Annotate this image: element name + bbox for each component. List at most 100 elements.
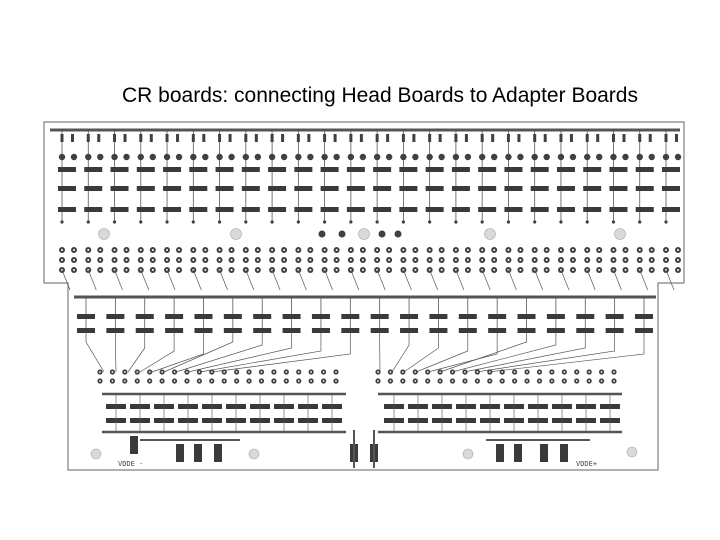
capacitor: [400, 314, 419, 319]
capacitor: [504, 167, 523, 172]
connector-hole: [260, 371, 263, 373]
via-pad: [321, 153, 328, 161]
capacitor: [215, 207, 234, 212]
connector-hole: [230, 259, 233, 261]
mount-hole: [98, 228, 110, 240]
routing-trace: [534, 269, 544, 291]
via-pad: [165, 220, 169, 224]
capacitor: [58, 207, 76, 212]
mount-hole: [248, 448, 260, 460]
via-pad: [163, 153, 171, 161]
connector-hole: [588, 371, 591, 373]
resistor-pad: [296, 134, 300, 142]
resistor-pad: [438, 134, 442, 142]
connector-hole: [310, 371, 313, 373]
connector-hole: [519, 249, 522, 251]
connector-hole: [73, 269, 75, 271]
via-pad: [454, 220, 458, 224]
connector-hole: [248, 371, 250, 373]
connector-hole: [285, 380, 288, 382]
connector-hole: [575, 380, 578, 382]
connector-hole: [481, 259, 484, 261]
routing-trace: [560, 269, 570, 291]
routing-trace: [127, 333, 146, 373]
connector-hole: [677, 269, 679, 271]
capacitor: [635, 167, 654, 172]
regulator-component: [214, 444, 222, 462]
connector-hole: [476, 380, 479, 382]
connector-hole: [272, 371, 275, 373]
capacitor: [546, 314, 565, 319]
capacitor: [268, 186, 287, 191]
resistor-pad: [464, 134, 468, 142]
via-pad: [338, 230, 346, 238]
connector-hole: [401, 380, 404, 382]
connector-hole: [451, 371, 454, 373]
connector-hole: [464, 371, 466, 373]
connector-hole: [665, 259, 667, 261]
capacitor: [110, 207, 129, 212]
capacitor: [662, 167, 680, 172]
connector-hole: [61, 249, 63, 251]
capacitor: [370, 328, 389, 333]
connector-hole: [272, 380, 275, 382]
connector-hole: [125, 269, 128, 271]
connector-hole: [451, 380, 454, 382]
connector-hole: [538, 371, 541, 373]
connector-hole: [538, 380, 541, 382]
via-pad: [438, 153, 445, 161]
capacitor: [530, 167, 549, 172]
connector-hole: [426, 380, 429, 382]
connector-hole: [361, 269, 364, 271]
capacitor: [135, 314, 154, 319]
routing-trace: [192, 269, 202, 291]
connector-hole: [545, 259, 548, 261]
connector-hole: [513, 380, 516, 382]
connector-hole: [230, 249, 233, 251]
connector-hole: [501, 371, 504, 373]
connector-hole: [335, 269, 338, 271]
routing-trace: [451, 333, 557, 373]
routing-trace: [151, 333, 204, 373]
via-pad: [139, 220, 143, 224]
routing-trace: [665, 269, 675, 291]
connector-hole: [271, 259, 274, 261]
resistor-pad: [244, 134, 248, 142]
connector-hole: [111, 371, 114, 373]
capacitor: [341, 328, 360, 333]
resistor-pad: [675, 134, 678, 142]
routing-trace: [455, 269, 465, 291]
resistor-pad: [412, 134, 416, 142]
connector-hole: [613, 371, 615, 373]
connector-hole: [388, 249, 391, 251]
routing-trace: [115, 333, 117, 373]
connector-hole: [186, 380, 188, 382]
connector-hole: [533, 249, 536, 251]
connector-hole: [210, 371, 213, 373]
routing-trace: [175, 333, 263, 373]
via-pad: [543, 153, 550, 161]
routing-trace: [211, 333, 351, 373]
capacitor: [311, 314, 330, 319]
via-pad: [296, 220, 300, 224]
mount-hole: [614, 228, 626, 240]
connector-hole: [488, 371, 491, 373]
connector-hole: [113, 259, 116, 261]
resistor-pad: [533, 134, 537, 142]
via-pad: [401, 220, 405, 224]
connector-hole: [310, 380, 313, 382]
resistor-pad: [480, 134, 484, 142]
connector-hole: [559, 259, 562, 261]
via-pad: [228, 153, 235, 161]
connector-hole: [428, 259, 431, 261]
connector-hole: [309, 269, 312, 271]
routing-trace: [245, 269, 255, 291]
via-pad: [394, 230, 402, 238]
capacitor: [189, 167, 208, 172]
resistor-pad: [569, 134, 573, 142]
connector-hole: [111, 380, 114, 382]
routing-trace: [140, 269, 150, 291]
connector-hole: [204, 259, 207, 261]
connector-hole: [545, 249, 548, 251]
via-pad: [478, 153, 486, 161]
